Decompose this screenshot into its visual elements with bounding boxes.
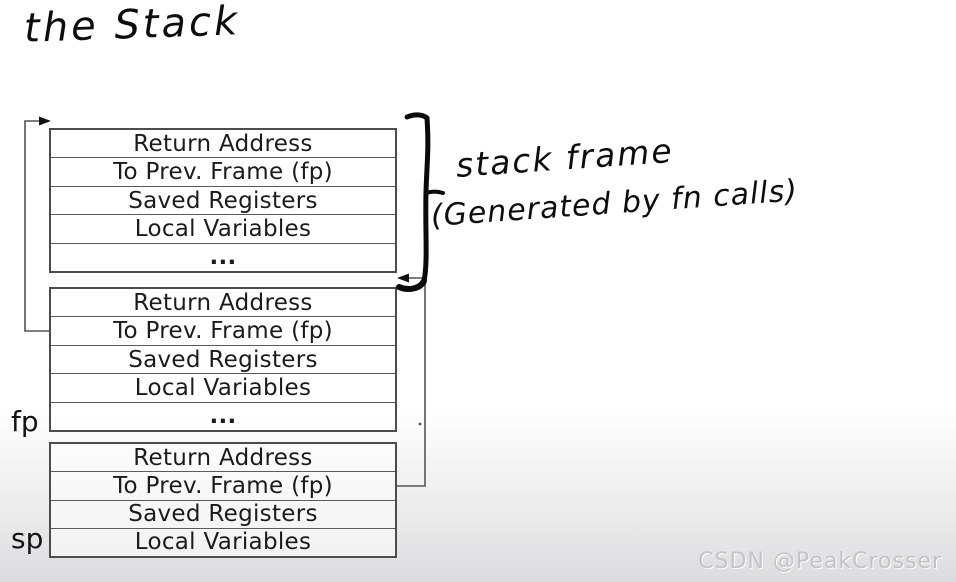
stack-frame-bottom: Return Address To Prev. Frame (fp) Saved… — [49, 442, 397, 558]
sp-label: sp — [11, 522, 44, 555]
row-prev-frame: To Prev. Frame (fp) — [51, 472, 395, 501]
annotation-stack-frame: stack frame — [454, 130, 675, 185]
row-return-address: Return Address — [51, 130, 395, 159]
arrowhead-left-icon — [397, 273, 409, 283]
row-ellipsis: ... — [209, 403, 237, 430]
arrowhead-right-icon — [39, 116, 51, 126]
row-local-variables: Local Variables — [134, 529, 312, 556]
row-return-address: Return Address — [51, 444, 395, 473]
row-saved-registers: Saved Registers — [51, 501, 395, 529]
row-local-variables: Local Variables — [51, 215, 395, 244]
row-ellipsis: ... — [209, 244, 237, 271]
watermark: CSDN @PeakCrosser — [698, 549, 942, 574]
row-saved-registers: Saved Registers — [51, 187, 395, 216]
page-title: the Stack — [23, 0, 241, 52]
row-local-variables: Local Variables — [51, 374, 395, 403]
row-prev-frame: To Prev. Frame (fp) — [51, 158, 395, 187]
row-return-address: Return Address — [51, 289, 395, 318]
fp-label: fp — [11, 405, 39, 438]
row-prev-frame: To Prev. Frame (fp) — [51, 317, 395, 346]
fp-pointer-right-connector — [397, 273, 426, 487]
stack-frame-top: Return Address To Prev. Frame (fp) Saved… — [49, 128, 397, 273]
stack-frame-middle: Return Address To Prev. Frame (fp) Saved… — [49, 287, 397, 432]
stray-dot — [418, 422, 422, 426]
row-saved-registers: Saved Registers — [51, 346, 395, 375]
fp-pointer-left-connector — [24, 116, 51, 332]
